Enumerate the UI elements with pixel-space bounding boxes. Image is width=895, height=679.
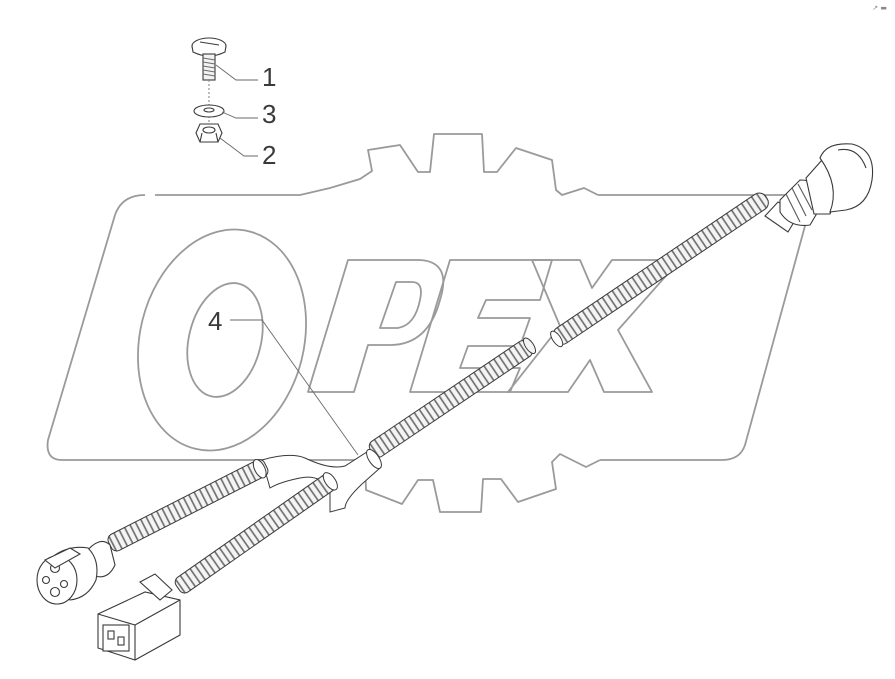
leader-2: [219, 137, 258, 157]
round-multipin-connector: [764, 143, 874, 233]
callout-4-harness: 4: [208, 306, 223, 336]
watermark-letter-o: [137, 228, 307, 452]
round-4pin-connector: [36, 540, 116, 605]
screw-part-1: [191, 37, 227, 81]
y-splice: [261, 448, 382, 513]
corner-mark: ↗ ▬: [872, 4, 887, 12]
gear-top-outline: [299, 133, 599, 196]
nut-part-2: [195, 123, 223, 143]
leader-4: [230, 319, 359, 456]
fastener-stack: [191, 37, 227, 143]
wiring-harness: [36, 143, 874, 661]
rectangular-2pin-connector: [97, 573, 181, 661]
leader-1: [215, 64, 258, 81]
leader-lines: [215, 64, 359, 456]
watermark-letter-p: [307, 259, 445, 393]
watermark-badge: [46, 133, 810, 513]
conduit-branch-rect: [174, 472, 338, 594]
conduit-upper: [550, 192, 769, 348]
callout-1-screw: 1: [262, 62, 277, 92]
gear-bottom-outline: [364, 453, 601, 513]
callout-3-washer: 3: [262, 99, 277, 129]
washer-part-3: [193, 104, 225, 118]
callout-2-nut: 2: [262, 140, 277, 170]
leader-3: [221, 111, 258, 119]
conduit-main: [368, 337, 537, 458]
